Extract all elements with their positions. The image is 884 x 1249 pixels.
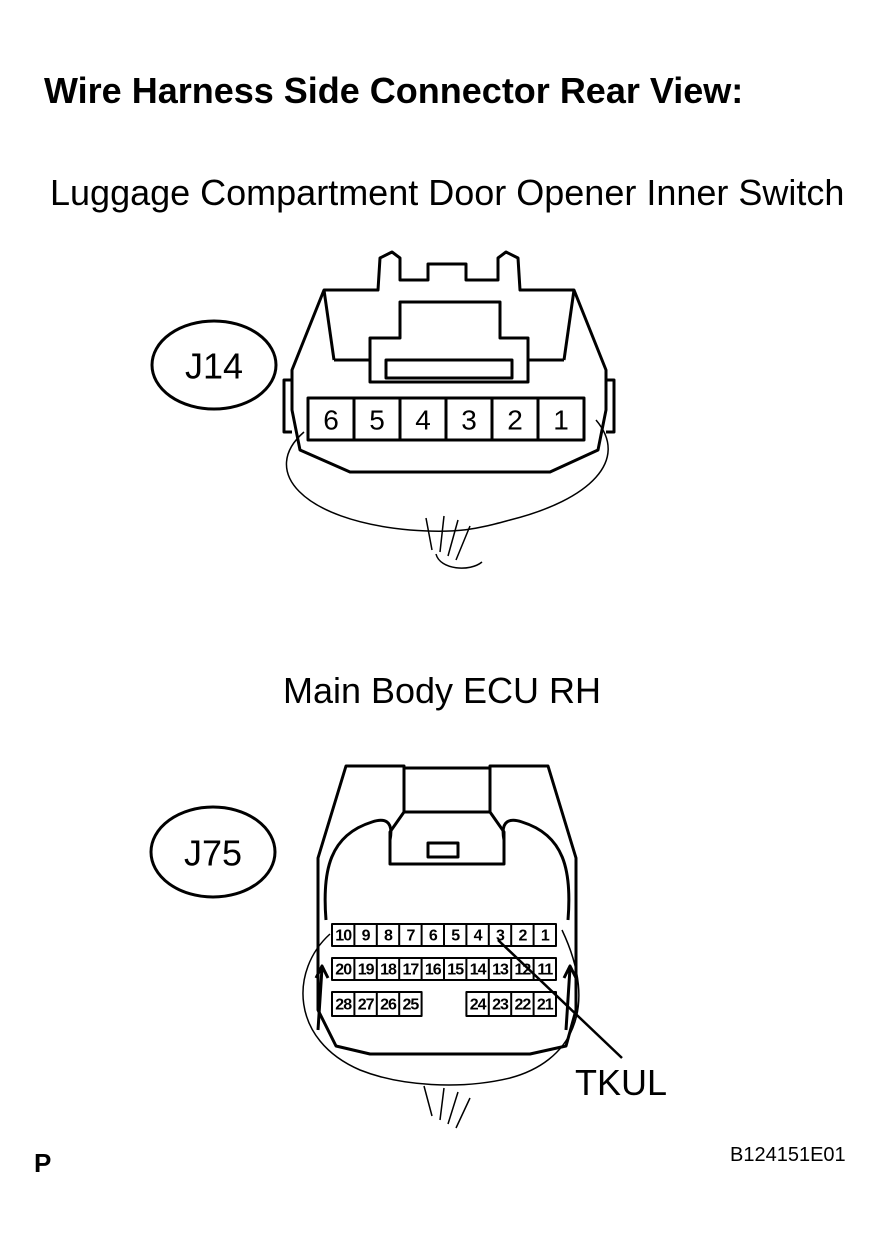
connector2-pin: 13 xyxy=(492,962,509,979)
connector1-pin: 3 xyxy=(461,405,477,436)
connector2-pin: 18 xyxy=(380,962,397,979)
connector2-pin: 5 xyxy=(451,928,460,945)
connector1-code: J14 xyxy=(185,346,243,387)
connector2-pin: 28 xyxy=(335,997,352,1014)
connector1-housing xyxy=(282,250,616,569)
connector1-pin-row xyxy=(306,396,586,442)
connector2-pin: 24 xyxy=(470,997,487,1014)
connector2-pin: 26 xyxy=(380,997,397,1014)
connector2-pin: 23 xyxy=(492,997,509,1014)
connector2-code: J75 xyxy=(184,833,242,874)
page-title: Wire Harness Side Connector Rear View: xyxy=(44,70,744,111)
connector2-pin: 9 xyxy=(362,928,371,945)
connector2-pin: 15 xyxy=(447,962,464,979)
connector2-pin: 4 xyxy=(474,928,483,945)
connector1-code-ellipse xyxy=(150,319,278,411)
connector2-pin: 14 xyxy=(470,962,487,979)
figure-id: B124151E01 xyxy=(730,1144,846,1166)
connector2-pin: 10 xyxy=(335,928,352,945)
connector2-pin: 22 xyxy=(515,997,532,1014)
connector2-code-ellipse xyxy=(149,805,277,899)
connector2-pin: 17 xyxy=(403,962,420,979)
corner-letter: P xyxy=(34,1148,52,1178)
connector2-pin: 6 xyxy=(429,928,438,945)
connector2-housing xyxy=(302,764,580,1129)
connector1-pin: 2 xyxy=(507,405,523,436)
connector2-pin: 27 xyxy=(358,997,375,1014)
connector2-pin: 11 xyxy=(537,962,553,979)
connector1-pin: 6 xyxy=(323,405,339,436)
connector2-pin: 8 xyxy=(384,928,393,945)
connector2-pin: 7 xyxy=(406,928,415,945)
connector1-name: Luggage Compartment Door Opener Inner Sw… xyxy=(50,172,845,213)
connector1-pin: 4 xyxy=(415,405,431,436)
connector2-pin: 3 xyxy=(496,928,505,945)
connector2-name: Main Body ECU RH xyxy=(282,670,602,711)
connector2-pin: 1 xyxy=(541,928,550,945)
tkul-callout-line xyxy=(497,939,623,1059)
connector1-pin: 1 xyxy=(553,405,569,436)
connector1-pin-labels: 6 5 4 3 2 1 xyxy=(323,405,569,436)
connector2-pin: 2 xyxy=(518,928,527,945)
connector2-pin: 12 xyxy=(515,962,532,979)
connector2-pin: 21 xyxy=(537,997,554,1014)
connector1-pin: 5 xyxy=(369,405,385,436)
connector2-pin: 19 xyxy=(358,962,375,979)
connector2-pin: 16 xyxy=(425,962,442,979)
connector2-pin: 25 xyxy=(403,997,420,1014)
connector2-pin-labels: 10 9 8 7 6 5 4 3 2 1 20 19 18 17 16 15 1… xyxy=(335,928,554,1014)
connector2-pin: 20 xyxy=(335,962,352,979)
tkul-label: TKUL xyxy=(575,1062,668,1103)
